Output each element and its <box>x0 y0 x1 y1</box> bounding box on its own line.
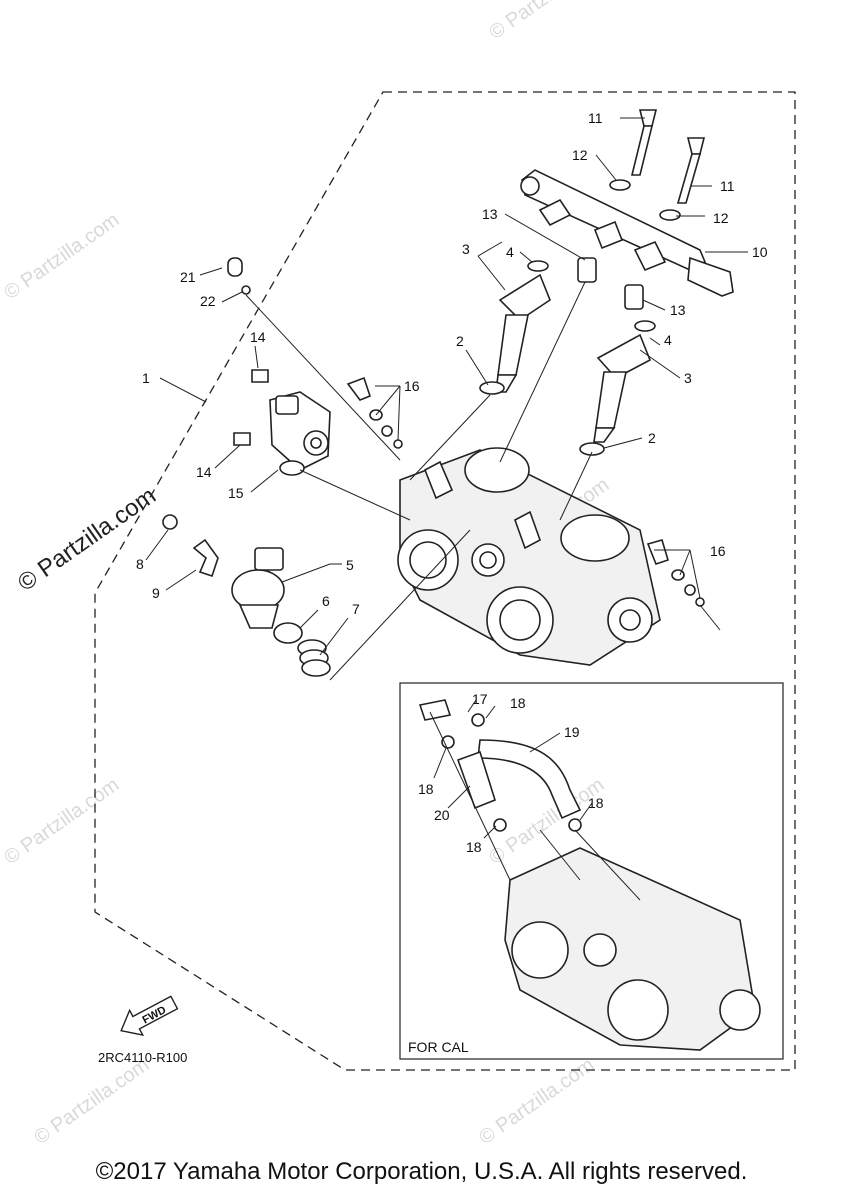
callout-20: 20 <box>434 807 450 823</box>
collar <box>577 257 597 283</box>
screw <box>251 369 269 383</box>
fwd-arrow: FWD <box>120 995 179 1037</box>
callout-8: 8 <box>136 556 144 572</box>
watermark: © Partzilla.com <box>0 209 123 304</box>
callout-3: 3 <box>462 241 470 257</box>
injector-right <box>579 320 656 456</box>
callout-18: 18 <box>418 781 434 797</box>
inset-box <box>399 682 784 1060</box>
callout-11: 11 <box>588 110 603 126</box>
callout-1: 1 <box>142 370 150 386</box>
callout-7: 7 <box>352 601 360 617</box>
watermark-main: © Partzilla.com <box>13 482 161 597</box>
throttle-position-sensor <box>269 391 331 476</box>
injector-left <box>479 260 551 395</box>
callout-2: 2 <box>648 430 656 446</box>
callout-14: 14 <box>196 464 212 480</box>
callout-15: 15 <box>228 485 244 501</box>
fwd-label: FWD <box>140 1004 168 1026</box>
callout-12: 12 <box>713 210 729 226</box>
diagram-code: 2RC4110-R100 <box>98 1050 187 1065</box>
callout-18: 18 <box>466 839 482 855</box>
watermark: © Partzilla.com <box>475 1054 598 1149</box>
watermark: © Partzilla.com <box>30 1054 153 1149</box>
inset-label: FOR CAL <box>408 1039 469 1055</box>
screw <box>233 432 251 446</box>
callout-5: 5 <box>346 557 354 573</box>
callout-10: 10 <box>752 244 768 260</box>
washer <box>659 209 681 221</box>
callout-16: 16 <box>404 378 420 394</box>
watermark: © Partzilla.com <box>0 774 123 869</box>
callout-22: 22 <box>200 293 216 309</box>
callout-3: 3 <box>684 370 692 386</box>
callout-14: 14 <box>250 329 266 345</box>
callout-4: 4 <box>664 332 672 348</box>
bolts <box>630 109 706 204</box>
watermark: © Partzilla.com <box>485 0 608 44</box>
leader-lines <box>145 117 748 901</box>
clip <box>241 285 251 295</box>
idle-control-unit <box>231 547 331 677</box>
assembly-boundary <box>94 91 796 1071</box>
callout-9: 9 <box>152 585 160 601</box>
copyright-footer: ©2017 Yamaha Motor Corporation, U.S.A. A… <box>95 1158 748 1185</box>
throttle-body <box>397 447 661 666</box>
callout-21: 21 <box>180 269 196 285</box>
callout-6: 6 <box>322 593 330 609</box>
callout-2: 2 <box>456 333 464 349</box>
callout-18: 18 <box>588 795 604 811</box>
callout-16: 16 <box>710 543 726 559</box>
washer <box>609 179 631 191</box>
cap <box>227 257 243 277</box>
screw <box>162 514 178 530</box>
callout-17: 17 <box>472 691 488 707</box>
callout-12: 12 <box>572 147 588 163</box>
callout-13: 13 <box>670 302 686 318</box>
callouts: 11 12 11 12 10 13 13 3 4 4 3 2 2 1 14 14… <box>136 110 768 855</box>
callout-18: 18 <box>510 695 526 711</box>
callout-19: 19 <box>564 724 580 740</box>
callout-11: 11 <box>720 178 735 194</box>
callout-4: 4 <box>506 244 514 260</box>
fuel-rail <box>520 169 734 297</box>
inset-hose-assembly <box>418 699 761 1051</box>
bracket <box>192 538 219 578</box>
collar <box>624 284 644 310</box>
callout-13: 13 <box>482 206 498 222</box>
